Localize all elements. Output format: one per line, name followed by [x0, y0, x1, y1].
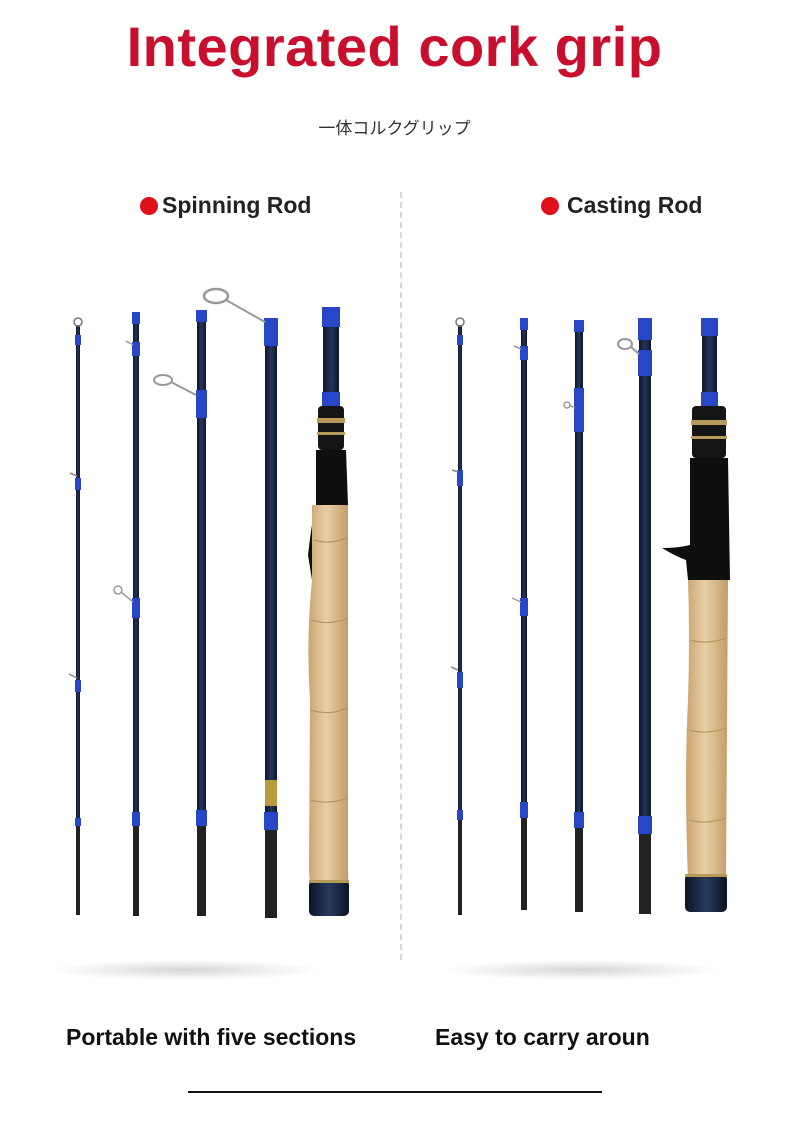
casting-rod-heading: Casting Rod: [541, 192, 702, 219]
spinning-section-1: [68, 317, 83, 915]
spinning-rod-heading: Spinning Rod: [140, 192, 311, 219]
spinning-handle: [308, 307, 349, 916]
spinning-rod-label: Spinning Rod: [162, 192, 312, 218]
spinning-floor-shadow: [50, 960, 320, 980]
casting-rod-label: Casting Rod: [567, 192, 703, 218]
casting-section-1: [450, 317, 465, 915]
page-title: Integrated cork grip: [126, 15, 663, 78]
casting-section-2: [511, 318, 528, 910]
casting-section-4: [617, 318, 652, 914]
spinning-section-2: [113, 312, 140, 916]
casting-section-3: [563, 320, 584, 912]
spinning-section-4: [202, 287, 278, 918]
spinning-section-3: [153, 310, 207, 916]
page-subtitle: 一体コルクグリップ: [318, 119, 471, 139]
casting-floor-shadow: [445, 960, 720, 980]
casting-caption: Easy to carry aroun: [435, 1024, 650, 1050]
red-dot-icon: [140, 196, 158, 215]
casting-handle: [662, 318, 730, 912]
bottom-rule: [188, 1091, 602, 1093]
spinning-caption: Portable with five sections: [66, 1024, 357, 1050]
section-divider: [400, 192, 402, 960]
red-dot-icon: [541, 196, 559, 215]
